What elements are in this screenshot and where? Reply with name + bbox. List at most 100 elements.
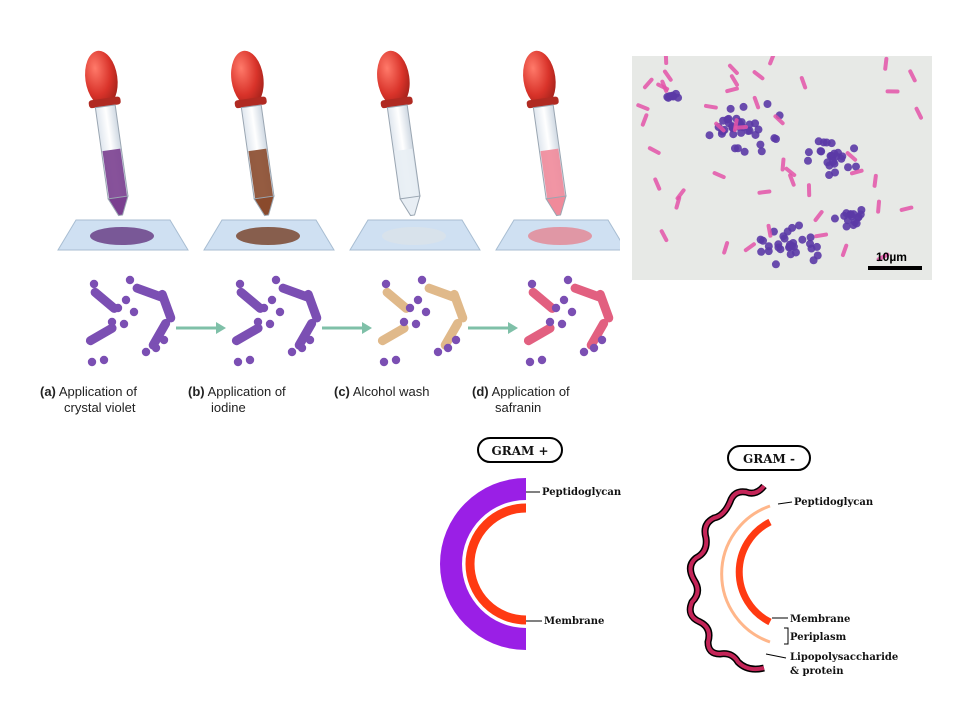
coccus-cell xyxy=(557,319,567,329)
caption-b-letter: (b) xyxy=(188,384,205,399)
gram-stain-steps-panel: (a)Application of crystal violet (b)Appl… xyxy=(40,40,627,430)
caption-d: (d)Application of safranin xyxy=(472,384,570,415)
dropper-fluid xyxy=(540,148,565,199)
cells-group xyxy=(85,275,614,367)
caption-c-line1: Alcohol wash xyxy=(353,384,430,399)
micrograph-rod xyxy=(662,69,673,82)
coccus-cell xyxy=(525,357,535,367)
micrograph-rod xyxy=(813,210,824,223)
dropper-bulb xyxy=(377,50,410,107)
caption-b-line2: iodine xyxy=(211,400,246,415)
micrograph-coccus xyxy=(756,235,765,244)
micrograph-coccus xyxy=(831,168,840,177)
coccus-cell xyxy=(125,275,135,285)
droppers-group xyxy=(85,50,567,217)
dropper-bulb xyxy=(523,50,556,107)
micrograph-rod xyxy=(752,70,765,81)
micrograph-rod xyxy=(876,252,890,262)
micrograph-coccus xyxy=(724,114,733,123)
micrograph-rod xyxy=(876,199,881,214)
micrograph-rod xyxy=(663,56,669,66)
dropper xyxy=(523,50,567,217)
periplasm-bracket xyxy=(784,627,789,645)
coccus-cell xyxy=(297,343,307,353)
micrograph-rod xyxy=(674,195,682,210)
coccus-cell xyxy=(579,347,589,357)
micrograph-rod xyxy=(656,82,670,91)
micrograph-rod xyxy=(788,173,796,187)
micrograph-rod xyxy=(768,56,776,66)
coccus-cell xyxy=(379,357,389,367)
micrograph-coccus xyxy=(843,216,852,225)
svg-text:(b)Application of: (b)Application of xyxy=(188,384,286,399)
coccus-cell xyxy=(265,319,275,329)
slides-group xyxy=(57,219,627,251)
micrograph-coccus xyxy=(756,140,765,149)
rod-cell xyxy=(148,318,171,350)
dropper-fluid xyxy=(102,148,127,199)
micrograph-coccus xyxy=(763,99,772,108)
micrograph-rod xyxy=(647,146,661,155)
coccus-cell xyxy=(545,317,555,327)
micrograph-coccus xyxy=(830,214,839,223)
micrograph-coccus xyxy=(837,154,846,163)
micrograph-cells xyxy=(636,56,924,269)
coccus-cell xyxy=(433,347,443,357)
micrograph-rod xyxy=(636,103,650,111)
micrograph-coccus xyxy=(764,242,773,251)
rod-cell xyxy=(303,289,322,323)
gram-negative-periplasm-label: Periplasm xyxy=(790,632,847,643)
micrograph-rod xyxy=(780,157,786,172)
micrograph-coccus xyxy=(751,119,760,128)
gram-positive-wall xyxy=(440,478,526,650)
micrograph-rod xyxy=(729,74,740,87)
micrograph-coccus xyxy=(737,118,746,127)
dropper xyxy=(85,50,129,217)
micrograph-coccus xyxy=(804,148,813,157)
micrograph-coccus xyxy=(771,260,780,269)
micrograph-coccus xyxy=(757,247,766,256)
micrograph-rod xyxy=(642,77,654,90)
micrograph-rod xyxy=(814,232,829,239)
micrograph-rod xyxy=(845,151,858,162)
coccus-cell xyxy=(399,317,409,327)
slide-stain xyxy=(528,227,592,245)
coccus-cell xyxy=(141,347,151,357)
coccus-cell xyxy=(121,295,131,305)
micrograph-rod xyxy=(773,114,785,126)
micrograph-rod xyxy=(899,205,914,212)
micrograph-coccus xyxy=(809,256,818,265)
coccus-cell xyxy=(443,343,453,353)
micrograph-rod xyxy=(840,243,849,258)
micrograph-rod xyxy=(799,76,808,90)
rod-cell xyxy=(382,287,411,313)
micrograph-coccus xyxy=(822,138,831,147)
micrograph-rod xyxy=(872,173,878,188)
micrograph-coccus xyxy=(850,144,859,153)
micrograph-coccus xyxy=(798,235,807,244)
coccus-cell xyxy=(99,355,109,365)
lps-leader xyxy=(765,653,787,659)
coccus-cell xyxy=(405,303,415,313)
coccus-cell xyxy=(421,307,431,317)
coccus-cell xyxy=(245,355,255,365)
coccus-cell xyxy=(451,335,461,345)
micrograph-coccus xyxy=(780,234,789,243)
coccus-cell xyxy=(413,295,423,305)
coccus-cell xyxy=(89,279,99,289)
micrograph-coccus xyxy=(816,147,825,156)
coccus-cell xyxy=(597,335,607,345)
slide-stain xyxy=(236,227,300,245)
coccus-cell xyxy=(589,343,599,353)
micrograph-rod xyxy=(914,106,924,120)
dropper-fluid xyxy=(248,148,273,199)
micrograph-rod xyxy=(766,223,773,238)
slide-stain xyxy=(382,227,446,245)
coccus-cell xyxy=(129,307,139,317)
micrograph-coccus xyxy=(849,221,858,230)
rod-cell xyxy=(90,287,119,313)
gram-negative-peptidoglycan-layer xyxy=(720,504,771,644)
rod-cell xyxy=(236,287,265,313)
gram-negative-lps-label-line2: & protein xyxy=(790,666,844,677)
micrograph-rod xyxy=(784,166,797,178)
